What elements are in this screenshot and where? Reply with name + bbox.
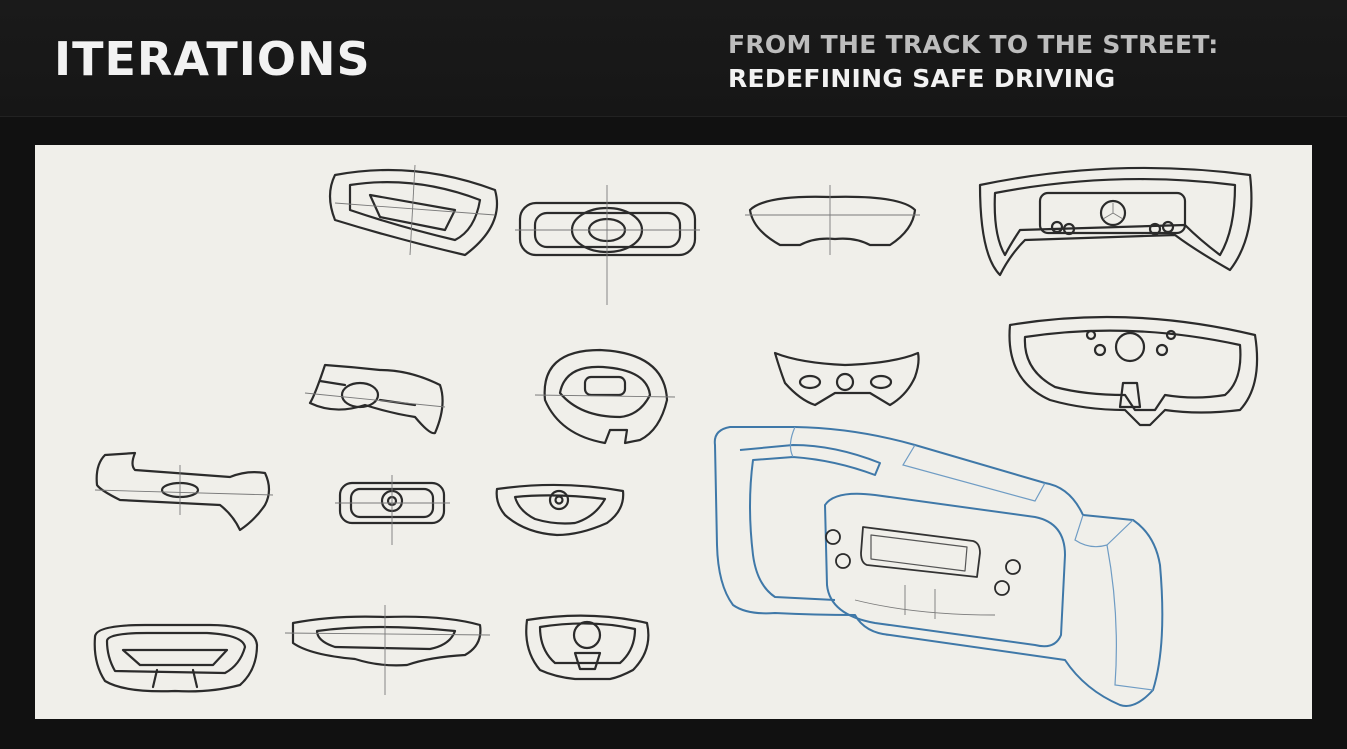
sketch-wheel-6: [534, 348, 676, 445]
sketch-wheel-8: [1008, 315, 1259, 427]
sketch-wheel-12: [93, 623, 259, 693]
sketch-wheel-9: [94, 451, 274, 532]
slide-header: ITERATIONS FROM THE TRACK TO THE STREET:…: [0, 0, 1347, 117]
sketch-wheel-10: [335, 475, 450, 545]
sketch-wheel-7: [773, 351, 920, 407]
sketch-wheel-14: [525, 614, 650, 681]
sketch-wheel-5: [304, 363, 446, 435]
sketch-wheel-1: [328, 164, 499, 257]
sketch-wheel-11: [495, 483, 625, 537]
sketch-board: [35, 145, 1312, 719]
sketch-canvas: [93, 164, 1259, 707]
sketch-wheel-13: [284, 605, 491, 695]
sketch-wheel-2: [515, 185, 700, 305]
slide-subtitle-line1: FROM THE TRACK TO THE STREET:: [728, 30, 1219, 59]
sketch-wheel-4: [978, 166, 1253, 277]
sketch-wheel-highlighted: [713, 426, 1164, 707]
sketch-wheel-3: [745, 185, 920, 255]
slide-subtitle-line2: REDEFINING SAFE DRIVING: [728, 64, 1116, 93]
slide-title: ITERATIONS: [54, 32, 371, 86]
